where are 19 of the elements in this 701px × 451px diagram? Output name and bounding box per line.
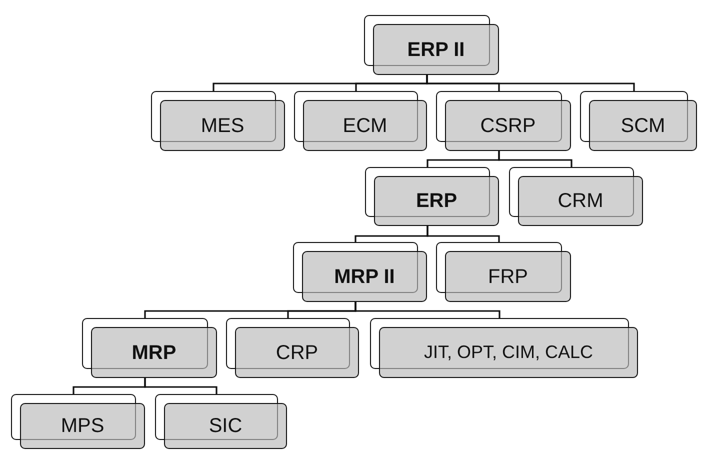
- node-label: MPS: [60, 415, 104, 437]
- node-label: CRM: [558, 190, 604, 212]
- node-label: MES: [200, 114, 244, 136]
- node-label: ERP II: [407, 38, 465, 60]
- connector-line: [426, 226, 500, 242]
- connector-line: [354, 302, 500, 318]
- node-label: MRP II: [334, 266, 395, 288]
- node-label: ERP: [416, 190, 458, 212]
- connector-line: [426, 75, 635, 91]
- node-label: JIT, OPT, CIM, CALC: [424, 342, 594, 362]
- connector-line: [498, 151, 572, 167]
- node-label: CSRP: [480, 114, 536, 136]
- connector-line: [144, 378, 218, 394]
- node-label: SIC: [208, 415, 242, 437]
- node-label: FRP: [488, 266, 528, 288]
- node-label: MRP: [132, 342, 176, 364]
- node-label: CRP: [276, 342, 318, 364]
- node-label: ECM: [342, 114, 388, 136]
- node-label: SCM: [620, 114, 666, 136]
